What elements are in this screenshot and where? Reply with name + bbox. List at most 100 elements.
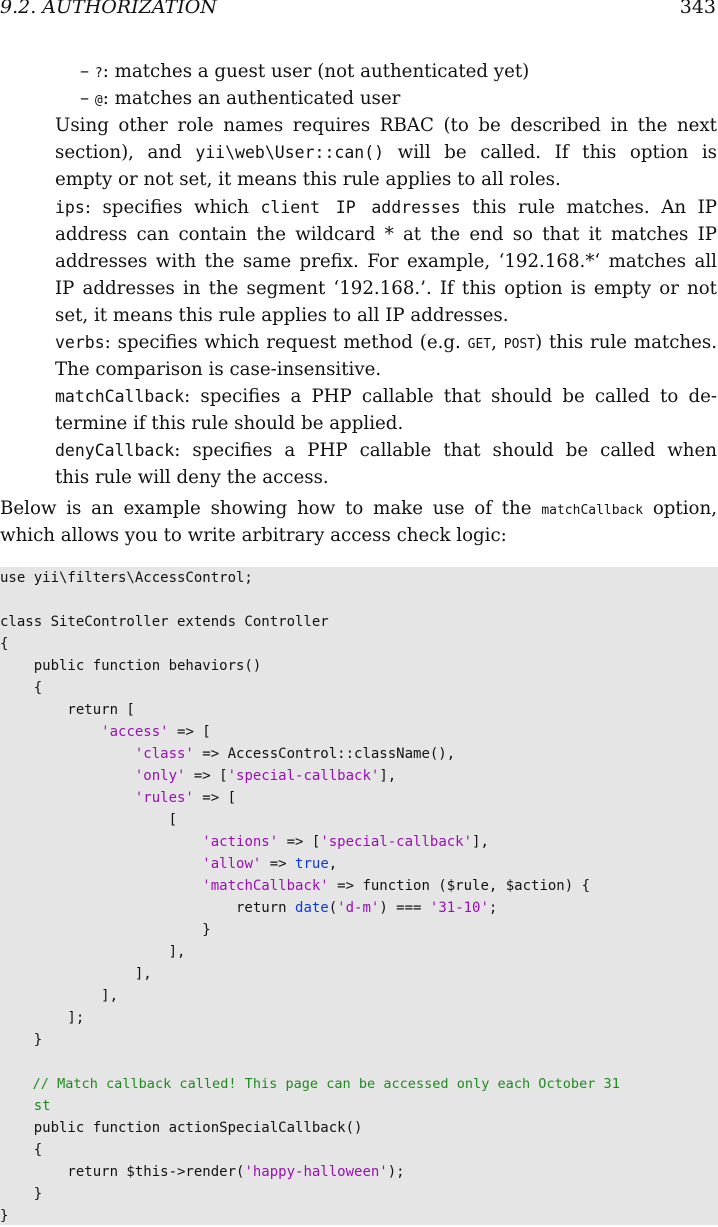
code-line: 'rules' => [ — [0, 787, 236, 809]
code-text: ], — [472, 834, 489, 850]
code-string: 'only' — [134, 768, 186, 784]
code-string: 'allow' — [202, 856, 262, 872]
inline-code: matchCallback — [541, 503, 644, 518]
ips-line-5: set, it means this rule applies to all I… — [55, 305, 509, 326]
inline-code: POST — [503, 337, 536, 352]
code-line: return date('d-m') === '31-10'; — [0, 897, 497, 919]
code-text: return — [0, 900, 296, 916]
ips-line-3: addresses with the same prefix. For exam… — [55, 251, 717, 272]
ips-line-2: address can contain the wildcard * at th… — [55, 224, 717, 245]
code-text — [0, 878, 202, 894]
running-header: 9.2. AUTHORIZATION 343 — [0, 0, 718, 20]
code-keyword: true — [295, 856, 329, 872]
option-name: denyCallback — [55, 441, 175, 460]
list-item-auth: – @: matches an authenticated user — [80, 85, 400, 114]
inline-code: yii\web\User::can() — [195, 143, 385, 162]
option-name: matchCallback — [55, 387, 185, 406]
text: this rule matches. An IP — [460, 197, 717, 218]
text: : specifies a PHP callable that should b… — [174, 440, 717, 461]
code-line: public function behaviors() — [0, 658, 262, 674]
code-line: public function actionSpecialCallback() — [0, 1120, 363, 1136]
text: Below is an example showing how to make … — [0, 498, 542, 519]
code-line: 'only' => ['special-callback'], — [0, 765, 396, 787]
guest-text: : matches a guest user (not authenticate… — [102, 61, 530, 82]
code-line: } — [0, 922, 211, 938]
auth-symbol: @ — [94, 93, 103, 108]
text: will be called. If this option is — [384, 142, 717, 163]
code-text: ], — [379, 768, 397, 784]
inline-code: GET — [467, 337, 492, 352]
code-text: => — [261, 856, 296, 872]
code-block: use yii\filters\AccessControl; class Sit… — [0, 567, 718, 1225]
code-text: => [ — [278, 834, 321, 850]
ips-line-4: IP addresses in the segment ‘192.168.’. … — [55, 278, 717, 299]
code-line: 'class' => AccessControl::className(), — [0, 743, 455, 765]
code-string: 'matchCallback' — [202, 878, 329, 894]
code-string: '31-10' — [429, 900, 489, 916]
code-comment: st — [0, 1098, 51, 1114]
code-text: => [ — [193, 790, 237, 806]
code-line: { — [0, 636, 9, 652]
code-text: => [ — [168, 724, 211, 740]
roles-line-2: section), and yii\web\User::can() will b… — [55, 139, 717, 166]
code-line: use yii\filters\AccessControl; — [0, 570, 253, 586]
text: option, — [643, 498, 717, 519]
roles-line-3: empty or not set, it means this rule app… — [55, 169, 561, 190]
code-line: ], — [0, 966, 152, 982]
deny-line-2: this rule will deny the access. — [55, 467, 329, 488]
list-dash: – — [80, 61, 90, 82]
code-text — [0, 724, 101, 740]
deny-line-1: denyCallback: specifies a PHP callable t… — [55, 437, 717, 464]
code-line: 'matchCallback' => function ($rule, $act… — [0, 875, 590, 897]
code-string: 'rules' — [134, 790, 194, 806]
code-line: [ — [0, 812, 178, 828]
code-text — [0, 746, 135, 762]
code-text — [0, 768, 135, 784]
match-line-2: termine if this rule should be applied. — [55, 413, 404, 434]
code-text — [0, 834, 202, 850]
match-line-1: matchCallback: specifies a PHP callable … — [55, 383, 717, 410]
code-text — [0, 790, 135, 806]
text: , — [491, 332, 504, 353]
code-line: ], — [0, 988, 119, 1004]
inline-code: client IP addresses — [260, 198, 461, 217]
code-line: class SiteController extends Controller — [0, 614, 329, 630]
below-line-1: Below is an example showing how to make … — [0, 495, 717, 524]
option-name: ips — [55, 198, 85, 217]
verbs-line-2: The comparison is case-insensitive. — [55, 359, 382, 380]
text: : specifies which request method (e.g. — [104, 332, 468, 353]
code-text: , — [328, 856, 338, 872]
code-keyword: date — [295, 900, 329, 916]
code-string: 'special-callback' — [320, 834, 473, 850]
list-item-guest: – ?: matches a guest user (not authentic… — [80, 58, 529, 87]
below-line-2: which allows you to write arbitrary acce… — [0, 525, 507, 546]
text: ) this rule matches. — [535, 332, 717, 353]
code-text: => [ — [185, 768, 228, 784]
code-string: 'd-m' — [337, 900, 380, 916]
code-string: 'access' — [101, 724, 169, 740]
code-line: return $this->render('happy-halloween'); — [0, 1161, 404, 1183]
code-string: 'class' — [134, 746, 194, 762]
page-number: 343 — [679, 0, 716, 18]
auth-text: : matches an authenticated user — [102, 88, 401, 109]
ips-line-1: ips: specifies which client IP addresses… — [55, 194, 717, 221]
code-line: 'access' => [ — [0, 721, 211, 743]
code-line: } — [0, 1186, 43, 1202]
code-text: => AccessControl::className(), — [193, 746, 456, 762]
code-text: ( — [328, 900, 338, 916]
code-string: 'special-callback' — [227, 768, 380, 784]
code-line: return [ — [0, 702, 135, 718]
code-line: { — [0, 1142, 43, 1158]
code-line: 'actions' => ['special-callback'], — [0, 831, 489, 853]
code-text — [0, 856, 202, 872]
code-string: 'happy-halloween' — [244, 1164, 388, 1180]
code-comment: // Match callback called! This page can … — [0, 1076, 620, 1092]
text: : specifies which — [84, 197, 261, 218]
code-line: } — [0, 1032, 43, 1048]
code-text: return $this->render( — [0, 1164, 245, 1180]
text: section), and — [55, 142, 196, 163]
code-text: ; — [488, 900, 498, 916]
code-text: ) === — [379, 900, 430, 916]
code-line: } — [0, 1208, 9, 1224]
text: : specifies a PHP callable that should b… — [184, 386, 717, 407]
